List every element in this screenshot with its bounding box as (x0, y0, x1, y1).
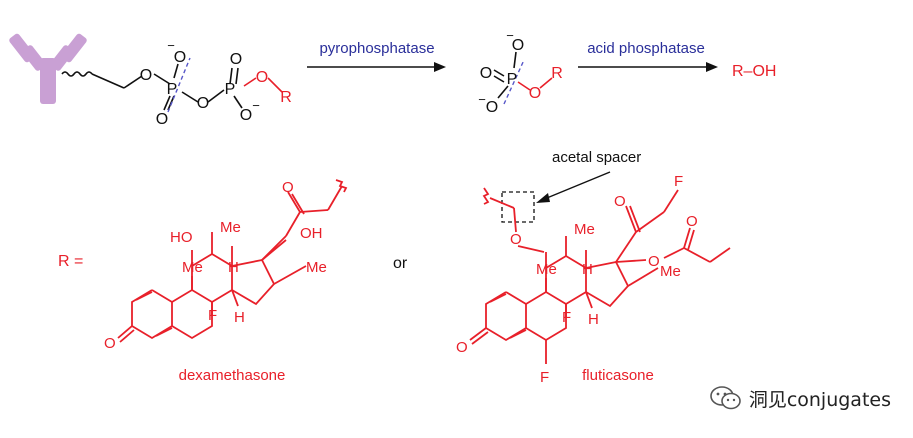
flu-me-10: Me (536, 261, 557, 278)
dex-h-8: H (228, 259, 239, 276)
wechat-logo-icon (710, 386, 741, 410)
atom-r-1: R (280, 89, 292, 106)
atom-o-p2-top: O (230, 51, 242, 68)
flu-o-ester: O (648, 253, 660, 270)
atom-o-link: O (140, 67, 152, 84)
atom-o-ester-1: O (256, 69, 268, 86)
red-ester-bond-4 (539, 77, 553, 89)
dex-o-3: O (104, 335, 116, 352)
red-ester-bond-2 (267, 77, 283, 93)
dex-oh: OH (300, 225, 323, 242)
atom-p-mono: P (507, 71, 518, 88)
dexamethasone-structure (117, 179, 348, 343)
charge-mono-bottom: − (478, 92, 486, 107)
enzyme-pyrophosphatase: pyrophosphatase (319, 40, 434, 57)
cleavage-site-2 (503, 59, 525, 105)
product-r-oh: R–OH (732, 63, 776, 80)
arrow-2-head (706, 62, 718, 72)
or-label: or (393, 255, 408, 272)
charge-mono-top: − (506, 28, 514, 43)
monophosphate-bonds (493, 51, 517, 99)
atom-p1: P (167, 81, 178, 98)
acetal-spacer-label: acetal spacer (552, 149, 641, 166)
atom-o-ester-2: O (529, 85, 541, 102)
watermark: 洞见conjugates (709, 384, 891, 412)
atom-o-mono-top: O (512, 37, 524, 54)
atom-o-p1-top: O (174, 49, 186, 66)
atom-o-mono-left: O (480, 65, 492, 82)
antibody-icon (9, 33, 87, 104)
flu-h-8: H (582, 261, 593, 278)
spacer-pointer-head (536, 193, 550, 203)
flu-f-top: F (674, 173, 683, 190)
red-ester-bond-1 (243, 77, 257, 87)
flu-h-14: H (588, 311, 599, 328)
r-equals-label: R = (58, 253, 83, 270)
charge-p1-top: − (167, 38, 175, 53)
dex-me-16: Me (306, 259, 327, 276)
acetal-spacer-box (501, 191, 535, 223)
atom-o-p2-bottom: O (240, 107, 252, 124)
red-ester-bond-3 (517, 81, 531, 91)
flu-me-16: Me (660, 263, 681, 280)
pyrophosphate-linker-bonds (61, 63, 243, 111)
charge-p2-bottom: − (252, 98, 260, 113)
flu-f-9: F (562, 309, 571, 326)
flu-me-13: Me (574, 221, 595, 238)
dex-ho: HO (170, 229, 193, 246)
dex-me-10: Me (182, 259, 203, 276)
atom-p2: P (225, 81, 236, 98)
flu-o-acetal: O (510, 231, 522, 248)
arrow-1-head (434, 62, 446, 72)
flu-o-carbonyl: O (614, 193, 626, 210)
dex-h-14: H (234, 309, 245, 326)
spacer-pointer (541, 171, 611, 201)
flu-o-3: O (456, 339, 468, 356)
dexamethasone-label: dexamethasone (179, 367, 286, 384)
fluticasone-structure (469, 187, 731, 364)
fluticasone-label: fluticasone (582, 367, 654, 384)
atom-r-2: R (551, 65, 563, 82)
watermark-text: 洞见conjugates (748, 388, 891, 411)
dex-o-carbonyl: O (282, 179, 294, 196)
dex-me-13: Me (220, 219, 241, 236)
flu-o-ester-carbonyl: O (686, 213, 698, 230)
dex-f: F (208, 307, 217, 324)
atom-o-bridge: O (197, 95, 209, 112)
cleavage-site-1 (167, 57, 191, 113)
atom-o-mono-bottom: O (486, 99, 498, 116)
atom-o-p1-bottom: O (156, 111, 168, 128)
flu-f-6: F (540, 369, 549, 386)
enzyme-acid-phosphatase: acid phosphatase (587, 40, 705, 57)
